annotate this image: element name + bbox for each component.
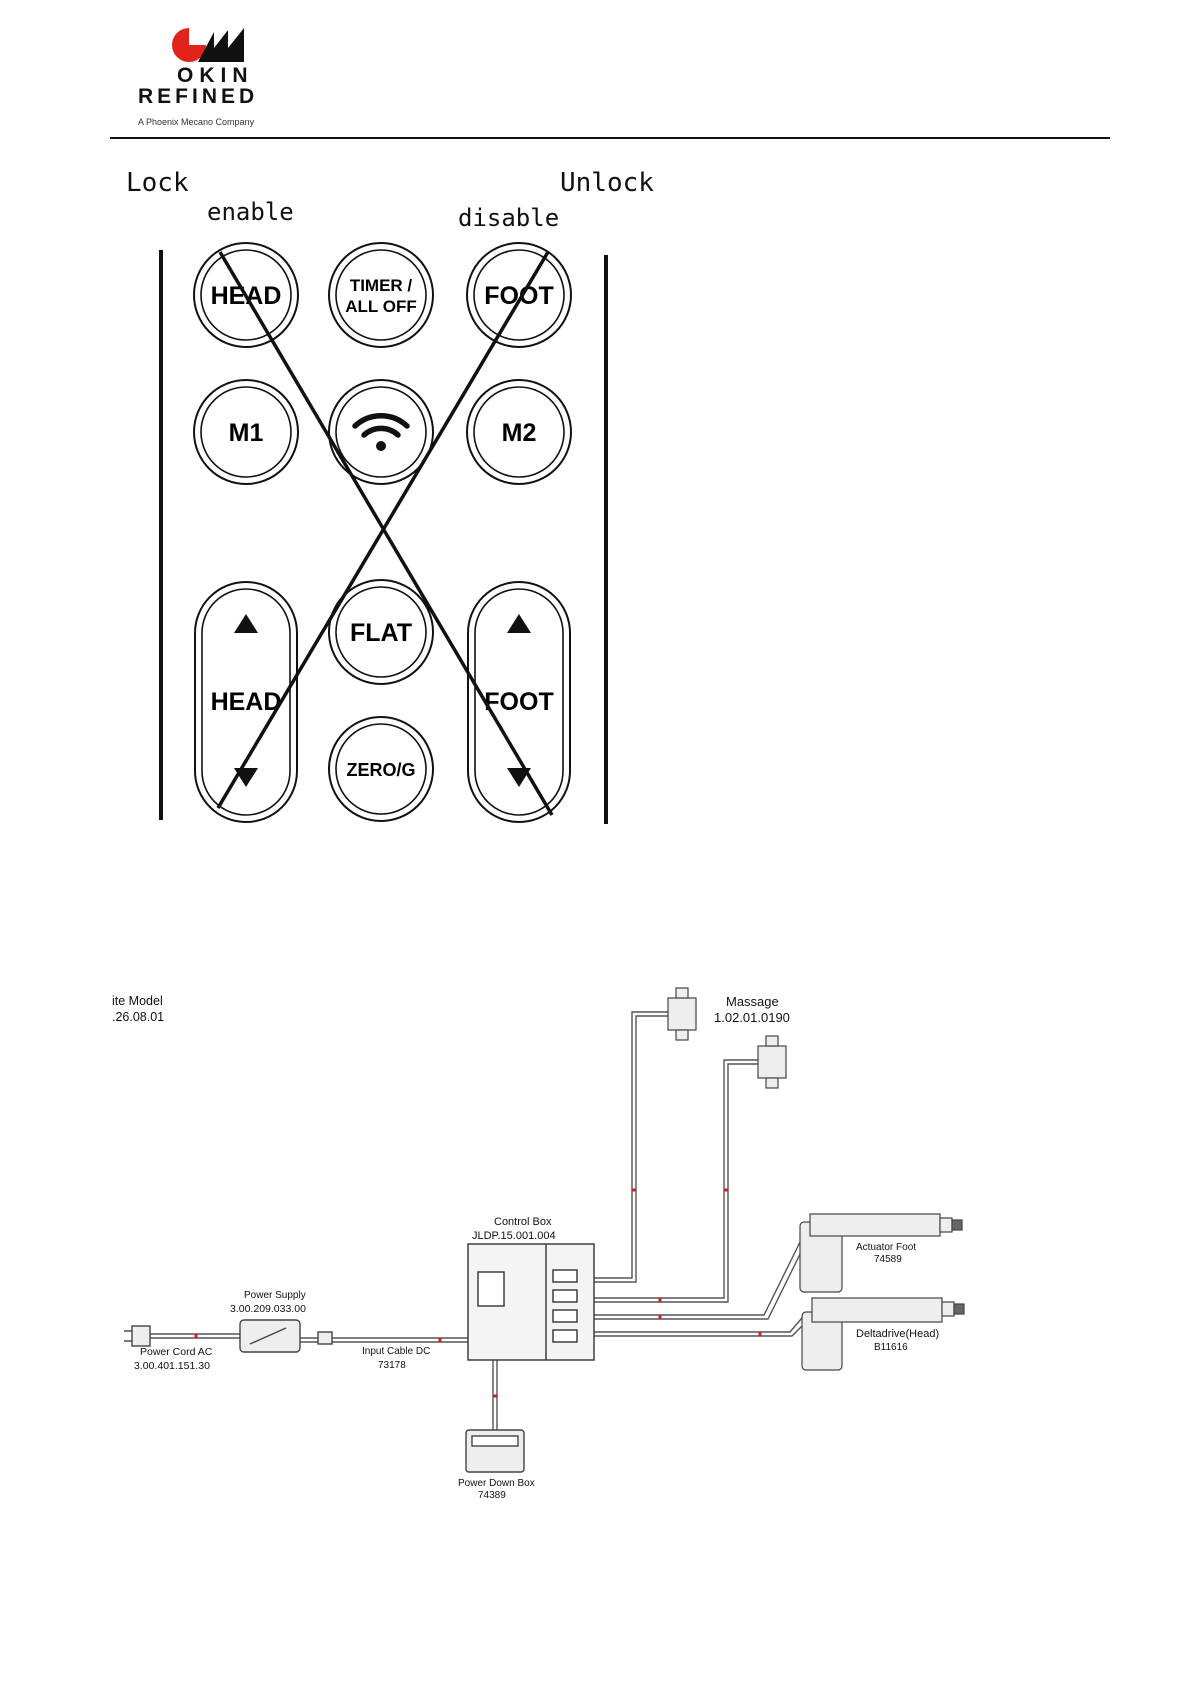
input-cable-number: 73178 (378, 1360, 406, 1371)
disable-label: disable (458, 204, 560, 232)
cross-line-1 (218, 251, 554, 816)
actuator-foot-number: 74589 (874, 1254, 902, 1265)
massage-motor-2 (757, 1035, 787, 1089)
control-box (467, 1243, 595, 1361)
m1-button[interactable]: M1 (193, 379, 299, 485)
deltadrive-head (801, 1297, 965, 1371)
power-plug-icon (124, 1325, 151, 1347)
timer-all-off-button[interactable]: TIMER / ALL OFF (328, 242, 434, 348)
header-divider (110, 137, 1110, 139)
massage-motor-1 (667, 987, 697, 1041)
head-rocker-label: HEAD (211, 688, 282, 716)
actuator-foot-cable (556, 1229, 807, 1316)
company-logo (170, 26, 246, 64)
foot-button-label: FOOT (484, 282, 553, 310)
massage-label: Massage (726, 994, 779, 1009)
m2-label: M2 (502, 419, 537, 447)
foot-rocker-label: FOOT (484, 688, 553, 716)
remote-model-label: ite Model (112, 994, 163, 1008)
foot-rocker-button[interactable]: FOOT (467, 581, 571, 823)
wifi-button[interactable] (328, 379, 434, 485)
power-down-label: Power Down Box (458, 1478, 535, 1489)
deltadrive-number: B11616 (874, 1342, 908, 1353)
head-up-arrow-icon (234, 614, 258, 633)
power-supply-number: 3.00.209.033.00 (230, 1303, 306, 1315)
deltadrive-cable (556, 1317, 803, 1333)
power-cord-number: 3.00.401.151.30 (134, 1360, 210, 1372)
zero-g-label: ZERO/G (346, 760, 415, 780)
flat-label: FLAT (350, 619, 412, 647)
logo-mark (172, 28, 244, 62)
timer-label-line1: TIMER / (350, 276, 413, 295)
power-supply-label: Power Supply (244, 1290, 306, 1301)
remote-model-number: .26.08.01 (112, 1010, 165, 1024)
logo-tagline: A Phoenix Mecano Company (138, 117, 255, 127)
power-down-number: 74389 (478, 1490, 506, 1501)
power-supply (239, 1319, 333, 1353)
massage-number: 1.02.01.0190 (714, 1010, 790, 1025)
unlock-label: Unlock (560, 168, 654, 198)
actuator-foot-label: Actuator Foot (856, 1242, 917, 1253)
actuator-foot (799, 1213, 963, 1293)
wifi-icon (352, 412, 410, 451)
foot-up-arrow-icon (507, 614, 531, 633)
enable-label: enable (207, 198, 294, 226)
massage-cable-1 (556, 1011, 668, 1279)
head-rocker-button[interactable]: HEAD (194, 581, 298, 823)
massage-cable-2 (556, 1059, 758, 1299)
control-box-number: JLDP.15.001.004 (472, 1230, 556, 1242)
input-cable-label: Input Cable DC (362, 1346, 431, 1357)
m2-button[interactable]: M2 (466, 379, 572, 485)
power-cord-label: Power Cord AC (140, 1346, 213, 1358)
control-box-label: Control Box (494, 1216, 552, 1228)
zero-g-button[interactable]: ZERO/G (328, 716, 434, 822)
logo-wordmark-line2: REFINED (138, 85, 259, 108)
remote-diagram: HEAD TIMER / ALL OFF FOOT M1 M2 HEAD (159, 242, 608, 824)
wiring-diagram (124, 987, 965, 1473)
flat-button[interactable]: FLAT (328, 579, 434, 685)
cross-line-2 (216, 251, 550, 809)
m1-label: M1 (229, 419, 264, 447)
foot-button[interactable]: FOOT (466, 242, 572, 348)
deltadrive-label: Deltadrive(Head) (856, 1328, 940, 1340)
power-down-box (465, 1429, 525, 1473)
lock-label: Lock (126, 168, 189, 198)
logo-wordmark-line1: OKIN (177, 64, 254, 87)
timer-label-line2: ALL OFF (345, 297, 416, 316)
foot-down-arrow-icon (507, 768, 531, 787)
